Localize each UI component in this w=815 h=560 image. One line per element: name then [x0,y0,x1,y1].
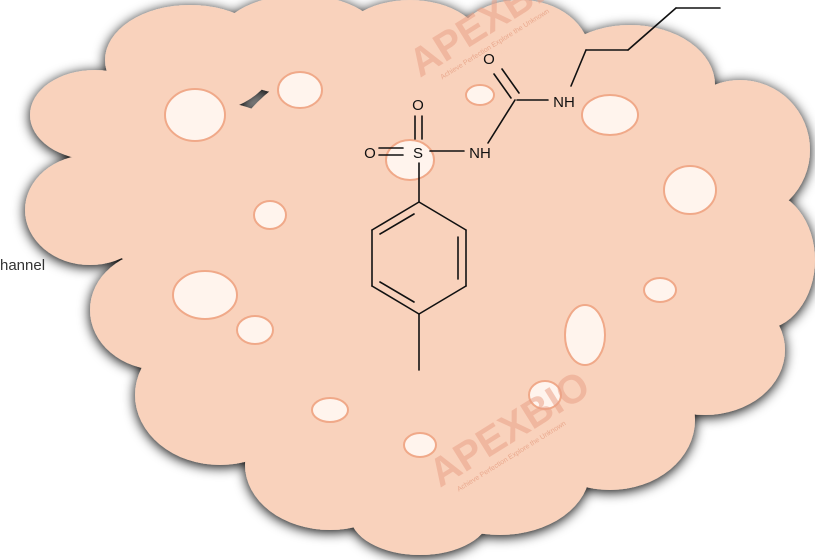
protein-surface [25,0,815,555]
protein-lobes [25,0,815,555]
atom-nh-amide: NH [553,94,575,111]
molecule-structure [371,7,721,371]
atom-oxygen-top: O [412,97,424,114]
side-label: hannel [0,257,46,274]
protein-cavities [164,71,717,458]
atom-labels: O O S NH O NH [364,51,575,162]
atom-oxygen-left: O [364,145,376,162]
atom-oxygen-carbonyl: O [483,51,495,68]
atom-sulfur: S [413,145,423,162]
atom-nh-sulfonyl: NH [469,145,491,162]
